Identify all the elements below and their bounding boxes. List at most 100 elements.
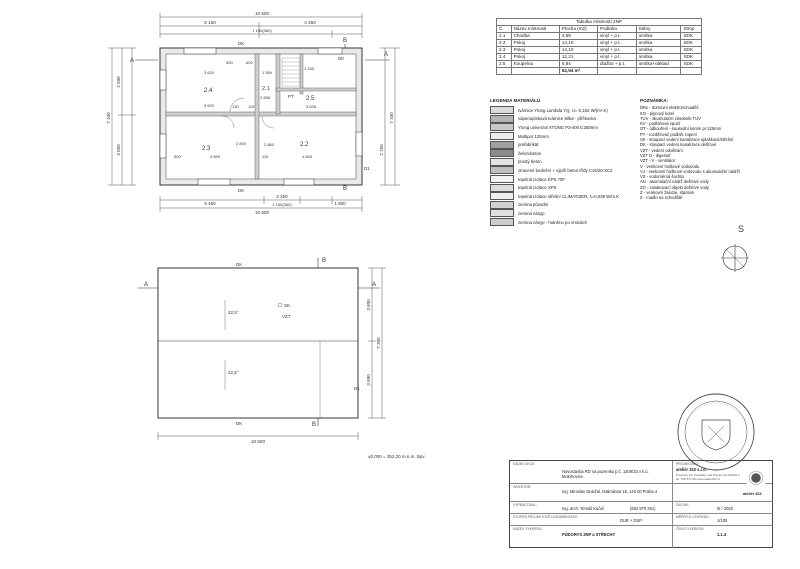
left-dimension-lines xyxy=(108,47,136,186)
table-cell: vinyl + p.t. xyxy=(597,39,637,47)
legend-item: tepelná izolace XPS xyxy=(490,183,636,192)
left-dim-1: 3 050 xyxy=(116,144,121,156)
studio-logo-text: ateliér 322 xyxy=(743,492,762,496)
legend-swatch xyxy=(490,166,514,175)
col-header: Plocha (m2) xyxy=(558,25,599,33)
table-cell: vinyl + p.t. xyxy=(597,46,637,54)
dim-1150: 1 150 xyxy=(304,66,315,71)
dk-top-label: DK xyxy=(238,41,244,46)
table-cell: 12,21 xyxy=(558,53,599,61)
tb-label: STUPEŇ PROJEKTOVÉ DOKUMENTACE: xyxy=(513,515,579,519)
notes-title: POZNÁMKA: xyxy=(640,98,669,103)
date-block: DATUM: III / 2020 xyxy=(672,501,773,514)
room-2-3-id: 2.3 xyxy=(202,146,211,152)
legend-item: Ytong univerzal XTONG P3-400 tl.250mm xyxy=(490,123,636,132)
section-b-top: B xyxy=(343,38,347,44)
right-dim-total: 7 100 xyxy=(389,112,394,124)
roof-dim-1: 3 600 xyxy=(366,299,371,311)
table-cell: omítka+obklad xyxy=(635,60,682,68)
roof-vzt: VZT xyxy=(282,314,291,319)
materials-legend: LEGENDA MATERIÁLŮ tvárnice Ytong Lambda … xyxy=(490,98,636,227)
legend-swatch xyxy=(490,209,514,218)
legend-label: prostý beton xyxy=(518,159,542,165)
note-line: VZT - vedení odvětrání xyxy=(640,147,683,153)
col-header: Podlaha xyxy=(597,25,637,33)
floor-plan-walls xyxy=(159,47,363,186)
legend-title: LEGENDA MATERIÁLŮ xyxy=(490,98,541,103)
legend-swatch xyxy=(490,106,514,115)
roof-section-a-left: A xyxy=(144,282,148,288)
legend-label: zemina násyp - hutněno po vrstvách xyxy=(518,219,588,225)
table-total: 52,94 m² xyxy=(558,67,599,75)
roof-dk-bottom: DK xyxy=(236,421,242,426)
legend-label: tepelná izolace střešní CLIMATIZER, λ=0,… xyxy=(518,193,620,199)
bottom-dim-3: 1 800 xyxy=(334,201,346,206)
table-total-row: 52,94 m² xyxy=(496,67,702,75)
tb-label: DATUM: xyxy=(676,503,689,507)
overall-width-top: 10 500 xyxy=(255,11,269,16)
roof-section-b-top: B xyxy=(322,258,326,264)
compass-label: S xyxy=(738,224,744,234)
overall-width-bottom: 10 500 xyxy=(255,210,269,215)
table-cell: Pokoj xyxy=(510,39,560,47)
note-line: KV - podlahová vpusť xyxy=(640,121,681,127)
section-lines-roof xyxy=(138,258,380,426)
windows xyxy=(159,47,363,186)
top-dim-3: 1 150(360) xyxy=(252,28,272,33)
scale-value: 1/100 xyxy=(717,518,728,523)
col-header: Strop xyxy=(680,25,702,33)
legend-swatch xyxy=(490,123,514,132)
roof-slope-1: 22,5° xyxy=(228,310,239,315)
top-dimension-lines xyxy=(159,13,363,38)
table-cell: 14,10 xyxy=(558,39,599,47)
tb-value: Ing. Miroslav Doležal, Dalimilova 16, 14… xyxy=(562,489,658,494)
d1-label: D1 xyxy=(364,166,370,171)
legend-label: zemina násyp xyxy=(518,210,545,216)
legend-item: vápenopísková tvárnice Silka - příčkovka xyxy=(490,114,636,124)
dim-1350: 1 350 xyxy=(262,70,273,75)
note-line: SK - stoupací vedení kanalizace splaškov… xyxy=(640,137,734,143)
legend-swatch xyxy=(490,149,514,158)
room-2-3-dim2: 2 893 xyxy=(236,141,247,146)
table-cell: 14,10 xyxy=(558,46,599,54)
table-cell: 4,59 xyxy=(558,32,599,40)
table-cell: SDK xyxy=(680,46,702,54)
left-dim-total: 7 100 xyxy=(106,112,111,124)
sheet-value: 1.1.3 xyxy=(717,532,727,537)
legend-swatch xyxy=(490,183,514,192)
note-line: DK - stoupací vedení kanalizace dešťové xyxy=(640,142,717,148)
tb-label: MĚŘÍTKO VÝKRESU: xyxy=(676,515,710,519)
note-line: OT - odkouření - sousední komín pr.125mm xyxy=(640,126,722,132)
dk-bottom-label: DK xyxy=(238,188,244,193)
table-cell: Chodba xyxy=(510,32,560,40)
room-table-caption: Tabulka místností 2NP xyxy=(496,18,702,26)
scale-block: MĚŘÍTKO VÝKRESU: 1/100 xyxy=(672,513,773,526)
room-2-1-dim: 2 836 xyxy=(260,95,271,100)
legend-swatch xyxy=(490,175,514,184)
legend-label: ztracené bednění + výplň beton třídy C16… xyxy=(518,167,613,173)
legend-label: tepelná izolace EPS 70F xyxy=(518,176,566,182)
room-2-2-dim2: 2 883 xyxy=(264,142,275,147)
room-2-2-dim: 4 693 xyxy=(302,154,313,159)
note-line: VJ - venkovní hoškové vodovodu s akumula… xyxy=(640,168,741,174)
studio-logo xyxy=(745,467,767,489)
table-cell: 2.4 xyxy=(496,53,512,61)
title-block-row: NÁZEV AKCE: Novostavba RD na pozemku p.č… xyxy=(510,461,772,483)
legend-item: železobeton xyxy=(490,149,636,158)
note-line: VZT - V - ventilátor xyxy=(640,158,676,164)
title-block: NÁZEV AKCE: Novostavba RD na pozemku p.č… xyxy=(509,460,773,548)
note-line: V - venkovní hoškové vodovodu xyxy=(640,163,700,169)
bottom-dim-2: 2 250 xyxy=(276,194,288,199)
legend-item: tepelná izolace střešní CLIMATIZER, λ=0,… xyxy=(490,192,636,201)
table-cell: vinyl + p.t. xyxy=(597,53,637,61)
bottom-dim-4: 1 150(360) xyxy=(272,202,292,207)
legend-item: ztracené bednění + výplň beton třídy C16… xyxy=(490,166,636,175)
legend-label: tepelná izolace XPS xyxy=(518,185,557,191)
roof-section-a-right: A xyxy=(372,282,376,288)
legend-swatch xyxy=(490,218,514,227)
table-cell: omítka xyxy=(635,53,682,61)
dim-600: 600 xyxy=(246,60,253,65)
